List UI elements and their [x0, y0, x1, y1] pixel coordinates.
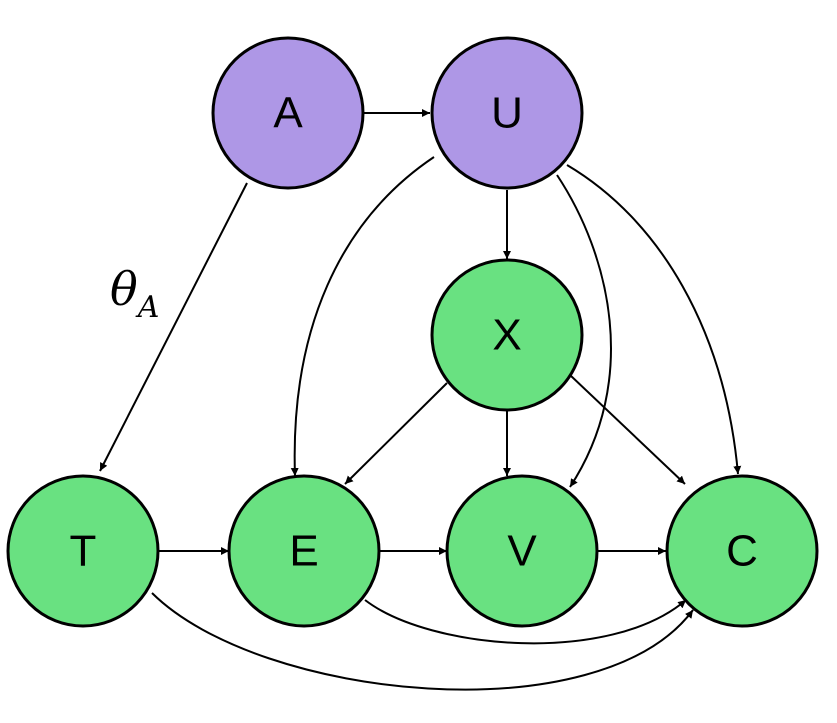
node-v: V: [445, 474, 599, 628]
node-t-label: T: [70, 527, 97, 576]
edge-t-to-c: [151, 592, 694, 691]
node-x: X: [430, 258, 584, 412]
nodes: A U X T E V C: [6, 36, 819, 628]
node-c-label: C: [726, 527, 758, 576]
node-c: C: [665, 474, 819, 628]
node-a-label: A: [273, 89, 303, 138]
node-t-circle: [6, 474, 160, 628]
node-x-label: X: [492, 311, 521, 360]
node-u-label: U: [491, 89, 523, 138]
node-a-circle: [211, 36, 365, 190]
node-v-circle: [445, 474, 599, 628]
node-t: T: [6, 474, 160, 628]
edge-x-to-e: [344, 382, 448, 485]
node-v-label: V: [507, 527, 537, 576]
edge-e-to-c: [364, 599, 687, 645]
edge-x-to-c: [569, 374, 686, 485]
node-c-circle: [665, 474, 819, 628]
node-e-circle: [227, 474, 381, 628]
node-e: E: [227, 474, 381, 628]
edge-u-to-v: [556, 174, 612, 488]
edge-label-theta-a: θA: [110, 262, 159, 325]
node-x-circle: [430, 258, 584, 412]
node-a: A: [211, 36, 365, 190]
node-e-label: E: [289, 527, 318, 576]
edge-a-to-t: [99, 182, 248, 472]
edges: [99, 109, 742, 691]
edge-u-to-c: [566, 164, 742, 475]
node-u-circle: [430, 36, 584, 190]
edge-u-to-e: [290, 156, 435, 477]
node-u: U: [430, 36, 584, 190]
